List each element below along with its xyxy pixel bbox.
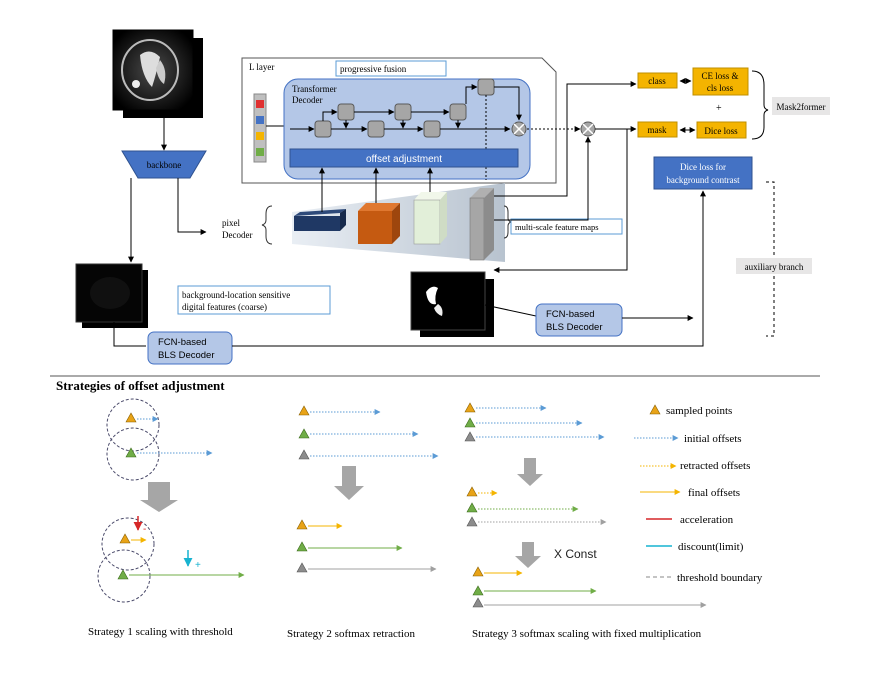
- feature-map-1: [294, 209, 346, 231]
- svg-text:class: class: [648, 76, 666, 86]
- arrow-features-to-class: [494, 81, 637, 197]
- mask-box: mask: [637, 121, 678, 138]
- coarse-feature-stack: [75, 263, 148, 328]
- legend-initial-offsets: initial offsets: [684, 433, 742, 445]
- section-title: Strategies of offset adjustment: [56, 378, 225, 393]
- svg-text:CE loss &: CE loss &: [701, 71, 738, 81]
- svg-text:BLS Decoder: BLS Decoder: [158, 350, 215, 361]
- strategy2-after: [296, 519, 437, 573]
- svg-text:cls loss: cls loss: [707, 83, 734, 93]
- caption-s1: Strategy 1 scaling with threshold: [88, 626, 233, 638]
- mask-output-stack: [410, 271, 494, 337]
- legend: sampled points initial offsets retracted…: [634, 404, 763, 584]
- svg-text:background-location sensitive: background-location sensitive: [182, 290, 290, 300]
- progressive-fusion-label: progressive fusion: [340, 64, 407, 74]
- feature-map-3: [413, 192, 447, 245]
- pixel-decoder-region: pixel Decoder multi-sca: [222, 167, 623, 262]
- bls-features-box: background-location sensitive digital fe…: [177, 285, 331, 315]
- down-arrow-s1: [140, 482, 178, 512]
- input-image-stack: [112, 29, 203, 118]
- legend-discount: discount(limit): [678, 541, 744, 553]
- svg-text:Dice loss: Dice loss: [704, 126, 738, 136]
- strategy1-after: - +: [97, 516, 245, 603]
- dice-loss-box: Dice loss: [696, 121, 747, 139]
- backbone-block: backbone: [121, 150, 207, 179]
- strategy3-final: [472, 566, 707, 608]
- pixel-decoder-label-1: pixel: [222, 218, 240, 228]
- class-box: class: [637, 72, 678, 89]
- down-arrow-s2: [334, 466, 364, 500]
- arrow-fcn-to-dice-bg: [232, 190, 706, 347]
- transformer-decoder-label-2: Decoder: [292, 95, 322, 105]
- svg-text:FCN-based: FCN-based: [546, 309, 595, 320]
- svg-text:auxiliary branch: auxiliary branch: [745, 262, 804, 272]
- fcn-decoder-right: FCN-based BLS Decoder: [535, 303, 623, 337]
- transformer-decoder-label-1: Transformer: [292, 84, 337, 94]
- svg-text:+: +: [195, 560, 201, 571]
- offset-adjustment-label: offset adjustment: [366, 154, 442, 165]
- pixel-decoder-label-2: Decoder: [222, 230, 252, 240]
- caption-s3: Strategy 3 softmax scaling with fixed mu…: [472, 628, 702, 640]
- svg-text:digital features (coarse): digital features (coarse): [182, 302, 267, 312]
- feature-map-2: [358, 203, 400, 244]
- legend-retracted-offsets: retracted offsets: [680, 460, 750, 472]
- svg-text:Dice loss for: Dice loss for: [680, 162, 726, 172]
- fcn-decoder-left: FCN-based BLS Decoder: [147, 331, 233, 365]
- mask2former-box: Mask2former: [772, 97, 830, 115]
- auxiliary-branch-box: auxiliary branch: [736, 258, 812, 274]
- legend-final-offsets: final offsets: [688, 487, 740, 499]
- legend-acceleration: acceleration: [680, 514, 734, 526]
- legend-sampled-points: sampled points: [666, 405, 732, 417]
- ce-loss-box: CE loss & cls loss: [692, 67, 749, 96]
- transformer-decoder-panel: Transformer Decoder offset adjustment: [283, 78, 531, 180]
- plus-sign: +: [716, 103, 722, 114]
- down-arrow-s3b: [515, 542, 541, 568]
- svg-text:FCN-based: FCN-based: [158, 337, 207, 348]
- mask-multiply-node: [580, 121, 596, 137]
- strategy2-before: [298, 405, 439, 460]
- progressive-fusion-box: [335, 60, 447, 77]
- backbone-label: backbone: [147, 160, 181, 170]
- x-const-label: X Const: [554, 547, 597, 561]
- dice-bg-box: Dice loss for background contrast: [653, 156, 753, 190]
- l-layer-label: L layer: [249, 62, 274, 72]
- multi-scale-label: multi-scale feature maps: [515, 222, 599, 232]
- legend-triangle-icon: [649, 404, 661, 415]
- svg-text:Mask2former: Mask2former: [777, 102, 826, 112]
- arrow-features-to-mask-mult: [494, 136, 591, 221]
- svg-text:-: -: [143, 524, 146, 535]
- down-arrow-s3a: [517, 458, 543, 486]
- strategy3-initial: [464, 402, 605, 442]
- legend-threshold-boundary: threshold boundary: [677, 572, 763, 584]
- strategy3-retracted: [466, 486, 607, 527]
- feature-map-4: [469, 188, 494, 261]
- svg-text:BLS Decoder: BLS Decoder: [546, 322, 603, 333]
- caption-s2: Strategy 2 softmax retraction: [287, 628, 415, 640]
- arrow-mask-to-output: [493, 129, 628, 273]
- svg-text:background contrast: background contrast: [666, 175, 740, 185]
- svg-text:mask: mask: [648, 125, 667, 135]
- query-tokens: [253, 93, 267, 163]
- arrow-backbone-to-pixel-decoder: [177, 178, 207, 235]
- strategy1-before: [106, 398, 213, 481]
